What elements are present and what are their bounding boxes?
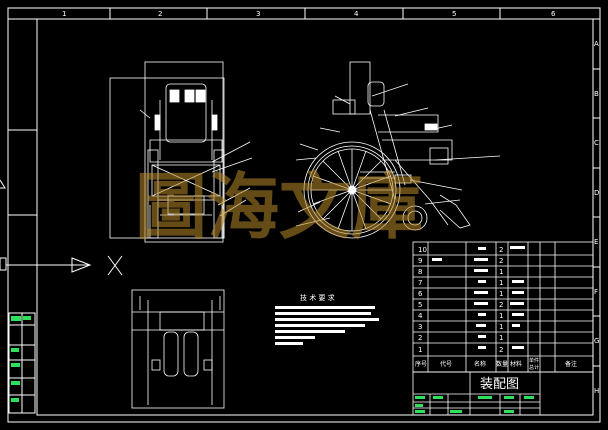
front-view: [109, 61, 253, 243]
bom-row-no: 4: [418, 312, 423, 320]
title-block-green-marks: [415, 396, 534, 413]
bom-row-no: 7: [418, 279, 422, 287]
zone-label-top: 4: [354, 10, 359, 18]
zone-label-right: D: [594, 189, 599, 197]
zone-label-right: A: [594, 40, 599, 48]
zone-label-right: B: [594, 90, 599, 98]
bom-row-no: 1: [418, 346, 422, 354]
tech-notes-title: 技 术 要 求: [300, 293, 335, 302]
bom-header: 总计: [529, 364, 539, 371]
bom-header: 序号: [415, 360, 427, 368]
bom-header: 材料: [510, 360, 522, 368]
zone-label-top: 5: [452, 10, 456, 18]
bom-row-no: 5: [418, 301, 422, 309]
bom-header: 代号: [440, 360, 452, 368]
bom-header: 名称: [474, 360, 486, 368]
left-label-strip: [8, 312, 36, 414]
bom-row-no: 8: [418, 268, 422, 276]
zone-label-right: G: [594, 337, 599, 345]
zone-label-right: C: [594, 139, 599, 147]
side-view: [295, 61, 501, 239]
top-zone-ticks: [109, 8, 501, 19]
zone-label-top: 3: [256, 10, 260, 18]
top-view: [131, 289, 225, 409]
bom-header: 数量: [496, 360, 508, 368]
bom-row-no: 10: [418, 246, 427, 254]
bom-row-qty: 1: [499, 268, 503, 276]
zone-label-top: 6: [551, 10, 556, 18]
bom-row-qty: 1: [499, 290, 503, 298]
zone-label-top: 2: [158, 10, 162, 18]
bom-row-qty: 1: [499, 312, 503, 320]
bom-name-blocks: [432, 246, 525, 349]
bom-row-qty: 1: [499, 334, 503, 342]
bom-header: 单件: [529, 357, 539, 364]
bom-row-qty: 1: [499, 323, 503, 331]
bom-row-qty: 2: [499, 346, 503, 354]
bom-row-qty: 2: [499, 301, 503, 309]
projection-symbol: [6, 255, 123, 276]
zone-label-right: H: [594, 387, 599, 395]
bom-row-no: 6: [418, 290, 423, 298]
tech-notes: 技 术 要 求: [275, 293, 379, 345]
drawing-title: 装配图: [480, 377, 519, 392]
bom-row-no: 3: [418, 323, 422, 331]
bom-table: [412, 241, 594, 373]
zone-label-right: F: [594, 288, 598, 296]
title-block: [412, 371, 594, 416]
zone-label-right: E: [594, 238, 598, 246]
bom-row-qty: 1: [499, 279, 503, 287]
bom-row-qty: 2: [499, 257, 503, 265]
bom-row-no: 9: [418, 257, 422, 265]
bom-header: 备注: [565, 360, 577, 368]
bom-row-no: 2: [418, 334, 422, 342]
watermark: 圖海文庫: [135, 164, 423, 249]
zone-label-top: 1: [62, 10, 66, 18]
bom-row-qty: 2: [499, 246, 503, 254]
